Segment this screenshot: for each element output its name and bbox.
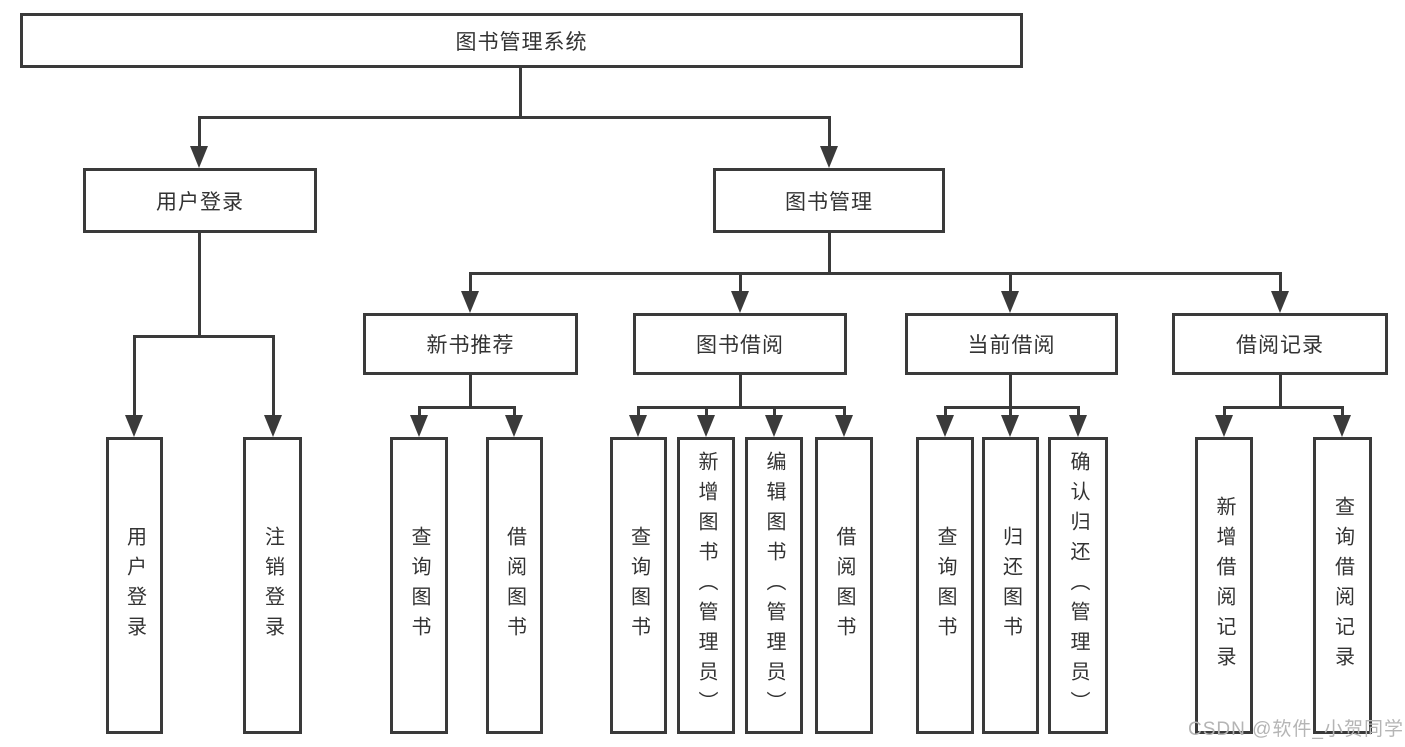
leaf-add-borrow-record: 新增借阅记录 xyxy=(1195,437,1253,734)
connector-borrow-branch-3 xyxy=(773,406,776,417)
connector-mgmt-crossbar xyxy=(469,272,1282,275)
node-root-label: 图书管理系统 xyxy=(455,30,588,54)
node-book-mgmt-label: 图书管理 xyxy=(785,190,873,214)
connector-to-borrow-records xyxy=(1279,272,1282,295)
leaf-query-borrow-record: 查询借阅记录 xyxy=(1313,437,1372,734)
connector-current-crossbar xyxy=(944,406,1080,409)
arrowhead-login-leaf-2 xyxy=(264,415,282,437)
connector-current-branch-2 xyxy=(1009,406,1012,417)
connector-borrow-crossbar xyxy=(637,406,846,409)
connector-to-book-borrow xyxy=(739,272,742,295)
arrowhead-records-leaf-2 xyxy=(1333,415,1351,437)
connector-borrow-branch-1 xyxy=(637,406,640,417)
arrowhead-borrow-leaf-2 xyxy=(697,415,715,437)
node-book-mgmt: 图书管理 xyxy=(713,168,945,233)
arrowhead-current-leaf-3 xyxy=(1069,415,1087,437)
arrowhead-rec-leaf-1 xyxy=(410,415,428,437)
leaf-confirm-return-admin: 确认归还（管理员） xyxy=(1048,437,1108,734)
arrowhead-rec-leaf-2 xyxy=(505,415,523,437)
connector-login-branch-2 xyxy=(272,335,275,417)
leaf-user-login-label: 用户登录 xyxy=(123,525,146,646)
connector-root-stem xyxy=(519,68,522,119)
connector-borrow-branch-2 xyxy=(705,406,708,417)
leaf-return-books: 归还图书 xyxy=(982,437,1039,734)
connector-login-crossbar xyxy=(133,335,275,338)
connector-login-stem xyxy=(198,233,201,338)
connector-borrow-branch-4 xyxy=(843,406,846,417)
arrowhead-current-leaf-1 xyxy=(936,415,954,437)
connector-to-user-login xyxy=(198,116,201,148)
node-book-borrow-label: 图书借阅 xyxy=(696,334,784,357)
node-borrow-records-label: 借阅记录 xyxy=(1236,334,1324,357)
leaf-logout: 注销登录 xyxy=(243,437,302,734)
leaf-confirm-return-admin-label: 确认归还（管理员） xyxy=(1067,450,1089,721)
arrowhead-current-leaf-2 xyxy=(1001,415,1019,437)
arrowhead-book-borrow xyxy=(731,291,749,313)
node-new-book-rec-label: 新书推荐 xyxy=(426,334,515,357)
connector-mgmt-stem xyxy=(828,233,831,275)
arrowhead-borrow-leaf-1 xyxy=(629,415,647,437)
arrowhead-borrow-leaf-4 xyxy=(835,415,853,437)
arrowhead-current-borrow xyxy=(1001,291,1019,313)
connector-records-branch-2 xyxy=(1341,406,1344,417)
node-root: 图书管理系统 xyxy=(20,13,1023,68)
leaf-add-books-admin: 新增图书（管理员） xyxy=(677,437,735,734)
connector-current-stem xyxy=(1009,375,1012,409)
connector-rec-branch-2 xyxy=(513,406,516,417)
node-book-borrow: 图书借阅 xyxy=(633,313,847,375)
leaf-logout-label: 注销登录 xyxy=(261,525,284,646)
connector-rec-stem xyxy=(469,375,472,409)
leaf-rec-borrow-books: 借阅图书 xyxy=(486,437,543,734)
connector-to-new-book xyxy=(469,272,472,295)
leaf-user-login: 用户登录 xyxy=(106,437,163,734)
leaf-borrow-borrow-books: 借阅图书 xyxy=(815,437,873,734)
leaf-borrow-borrow-books-label: 借阅图书 xyxy=(833,525,855,646)
leaf-current-query-books: 查询图书 xyxy=(916,437,974,734)
arrowhead-records-leaf-1 xyxy=(1215,415,1233,437)
arrowhead-new-book xyxy=(461,291,479,313)
connector-borrow-stem xyxy=(739,375,742,409)
leaf-add-borrow-record-label: 新增借阅记录 xyxy=(1213,495,1235,676)
leaf-edit-books-admin: 编辑图书（管理员） xyxy=(745,437,803,734)
connector-records-crossbar xyxy=(1223,406,1344,409)
connector-rec-branch-1 xyxy=(418,406,421,417)
node-current-borrow: 当前借阅 xyxy=(905,313,1118,375)
connector-root-crossbar xyxy=(198,116,831,119)
connector-to-book-mgmt xyxy=(828,116,831,148)
leaf-query-borrow-record-label: 查询借阅记录 xyxy=(1331,495,1354,676)
node-current-borrow-label: 当前借阅 xyxy=(967,334,1056,357)
arrowhead-book-mgmt xyxy=(820,146,838,168)
arrowhead-user-login xyxy=(190,146,208,168)
connector-records-stem xyxy=(1279,375,1282,409)
connector-current-branch-1 xyxy=(944,406,947,417)
leaf-rec-query-books: 查询图书 xyxy=(390,437,448,734)
leaf-borrow-query-books-label: 查询图书 xyxy=(627,525,650,646)
node-user-login: 用户登录 xyxy=(83,168,317,233)
leaf-rec-query-books-label: 查询图书 xyxy=(408,525,430,646)
node-new-book-rec: 新书推荐 xyxy=(363,313,578,375)
connector-rec-crossbar xyxy=(418,406,516,409)
csdn-watermark: CSDN @软件_小贺同学 xyxy=(1188,719,1404,740)
arrowhead-login-leaf-1 xyxy=(125,415,143,437)
connector-to-current-borrow xyxy=(1009,272,1012,295)
arrowhead-borrow-leaf-3 xyxy=(765,415,783,437)
leaf-edit-books-admin-label: 编辑图书（管理员） xyxy=(763,450,785,721)
connector-current-branch-3 xyxy=(1077,406,1080,417)
arrowhead-borrow-records xyxy=(1271,291,1289,313)
connector-records-branch-1 xyxy=(1223,406,1226,417)
connector-login-branch-1 xyxy=(133,335,136,417)
leaf-add-books-admin-label: 新增图书（管理员） xyxy=(695,450,717,721)
node-borrow-records: 借阅记录 xyxy=(1172,313,1388,375)
node-user-login-label: 用户登录 xyxy=(156,190,244,214)
leaf-return-books-label: 归还图书 xyxy=(999,525,1022,646)
leaf-current-query-books-label: 查询图书 xyxy=(934,525,956,646)
leaf-rec-borrow-books-label: 借阅图书 xyxy=(503,525,526,646)
leaf-borrow-query-books: 查询图书 xyxy=(610,437,667,734)
